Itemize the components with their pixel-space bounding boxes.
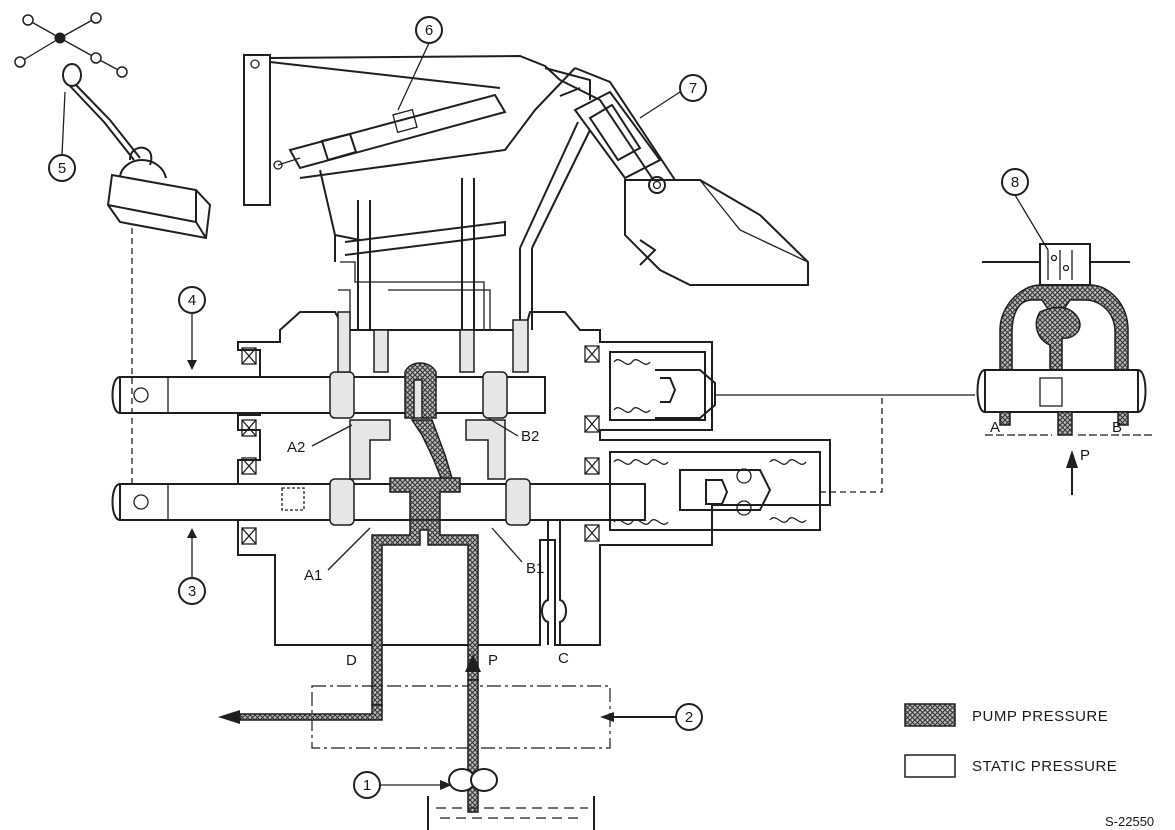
callout-5-label: 5 (58, 160, 66, 177)
callout-7: 7 (639, 74, 707, 119)
spring-detent-upper (609, 351, 716, 421)
linkage-dash-lines (131, 228, 975, 493)
callout-6-label: 6 (425, 22, 433, 39)
callout-8-label: 8 (1011, 174, 1019, 191)
figure-code: S-22550 (1105, 814, 1154, 829)
callout-8: 8 (1001, 168, 1049, 251)
inset-port-a-label: A (990, 419, 1000, 436)
inset-port-b-label: B (1112, 419, 1122, 436)
legend: PUMP PRESSURE STATIC PRESSURE (904, 703, 1117, 778)
control-lever (62, 63, 212, 240)
cylinder-hydraulic-lines (338, 121, 591, 330)
relief-valve-lower (609, 451, 821, 531)
reservoir-and-pump (218, 654, 676, 830)
callout-2-label: 2 (685, 709, 693, 726)
callout-4: 4 (178, 286, 206, 370)
inset-detail-valve (976, 243, 1152, 495)
legend-pump-swatch (904, 703, 956, 727)
port-d-label: D (346, 652, 357, 669)
callout-7-label: 7 (689, 80, 697, 97)
callout-1: 1 (353, 771, 381, 799)
inset-port-p-label: P (1080, 447, 1090, 464)
port-a2-label: A2 (287, 439, 305, 456)
control-valve-body (111, 311, 831, 706)
port-c-label: C (558, 650, 569, 667)
port-b2-label: B2 (521, 428, 539, 445)
loader-boom-and-bucket (243, 54, 809, 286)
legend-static-pressure: STATIC PRESSURE (972, 758, 1117, 775)
callout-1-label: 1 (363, 777, 371, 794)
callout-4-label: 4 (188, 292, 196, 309)
legend-pump-pressure: PUMP PRESSURE (972, 708, 1108, 725)
callout-5: 5 (48, 91, 76, 182)
callout-2: 2 (675, 703, 703, 731)
port-a1-label: A1 (304, 567, 322, 584)
port-p-label: P (488, 652, 498, 669)
legend-static-swatch (904, 754, 956, 778)
callout-6: 6 (397, 16, 443, 111)
callout-3: 3 (178, 528, 206, 605)
joystick-pattern-icon (14, 12, 128, 78)
callout-3-label: 3 (188, 583, 196, 600)
port-b1-label: B1 (526, 560, 544, 577)
